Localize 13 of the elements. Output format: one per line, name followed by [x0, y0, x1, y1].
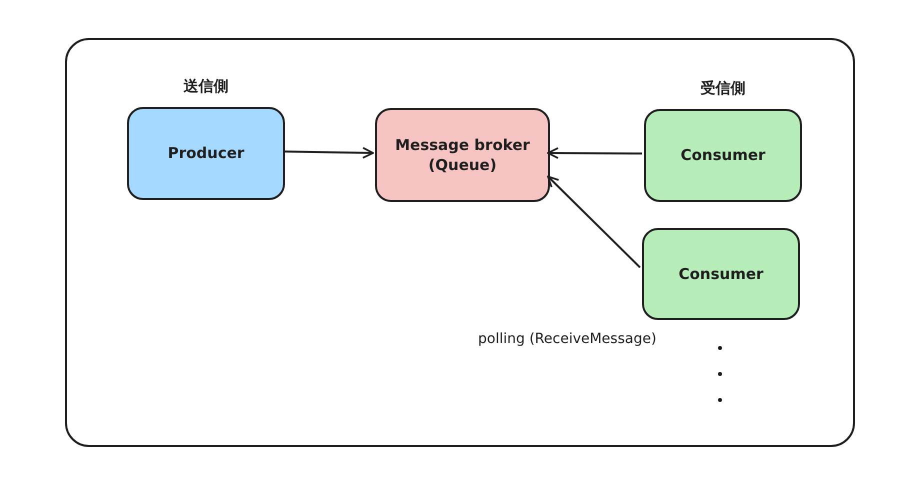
- arrow: [547, 176, 641, 268]
- arrow: [547, 147, 642, 159]
- node-label: Message broker (Queue): [394, 134, 531, 176]
- group-heading: 受信側: [700, 79, 746, 98]
- process-box: [642, 228, 800, 320]
- note-text: polling (ReceiveMessage): [478, 331, 656, 347]
- node-label: Consumer: [678, 264, 764, 284]
- arrow: [282, 146, 374, 159]
- frame-box: [65, 38, 855, 447]
- node-label: Consumer: [680, 145, 766, 166]
- process-box: [375, 108, 550, 202]
- node-label: Producer: [166, 143, 246, 164]
- group-heading: 送信側: [182, 77, 230, 96]
